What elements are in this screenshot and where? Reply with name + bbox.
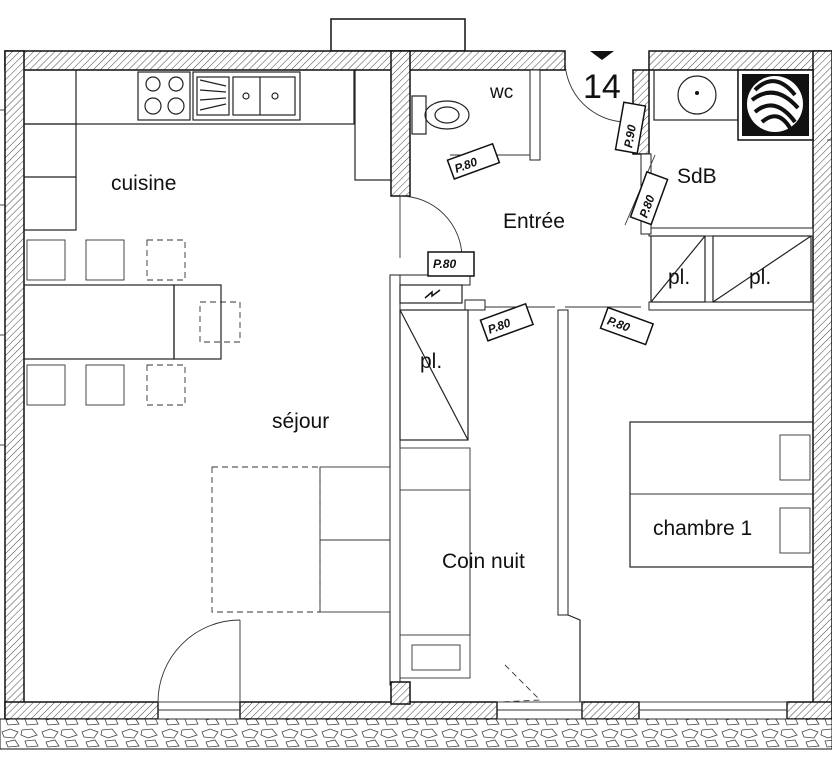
dining-table: [23, 239, 241, 406]
room-label-entree: Entrée: [503, 210, 565, 233]
chambre-bed: [629, 421, 814, 568]
exterior-walls: [4, 50, 832, 720]
room-label-cuisine: cuisine: [111, 172, 176, 195]
door-tag-sdb-top: P.90: [621, 123, 639, 149]
closet-label-coin-nuit: pl.: [420, 350, 442, 373]
room-label-wc: wc: [489, 82, 513, 103]
closet-label-sdb-left: pl.: [668, 266, 690, 289]
kitchen-counter: [23, 69, 355, 231]
door-tag-sejour: P.80: [433, 257, 456, 271]
door-tags: P.80 P.80 P.90 P.80 P.80 P.80: [427, 101, 669, 346]
room-label-sejour: séjour: [272, 410, 329, 433]
room-label-chambre: chambre 1: [653, 517, 752, 540]
exterior-paving: [0, 718, 832, 750]
entrance-arrow-icon: [590, 51, 614, 60]
apartment-number: 14: [583, 68, 621, 106]
duct-block: [330, 18, 466, 52]
bottom-windows: [157, 701, 788, 720]
wc-toilet: [354, 69, 470, 181]
closet-label-sdb-right: pl.: [749, 266, 771, 289]
sdb-fixtures: [653, 69, 814, 141]
closet-coin-nuit: [399, 309, 469, 441]
electric-panel: [399, 284, 463, 304]
coin-nuit-bed: [399, 447, 471, 679]
room-label-sdb: SdB: [677, 165, 717, 188]
sdb-closets: [650, 235, 812, 303]
interior-walls: [389, 50, 814, 705]
room-label-coin-nuit: Coin nuit: [442, 550, 525, 573]
sejour-bed: [211, 466, 391, 613]
